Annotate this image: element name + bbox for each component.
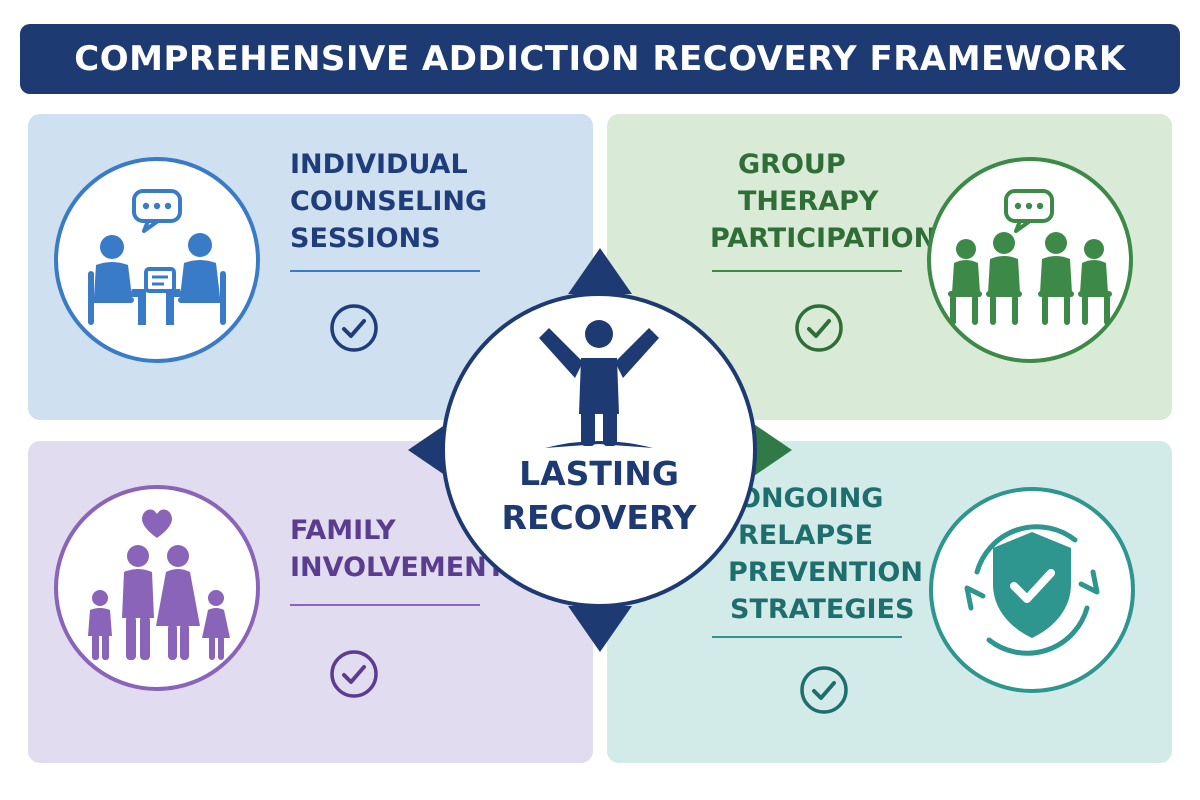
group-check-icon [795,304,843,352]
title-banner: COMPREHENSIVE ADDICTION RECOVERY FRAMEWO… [20,24,1180,94]
family-divider [290,604,480,606]
group-therapy-icon [948,189,1112,325]
center-label: LASTING RECOVERY [501,454,697,537]
framework-title: COMPREHENSIVE ADDICTION RECOVERY FRAMEWO… [74,39,1126,79]
family-icon-circle [54,485,260,691]
compass-point-north [568,248,632,294]
group-therapy-label: GROUP THERAPY PARTICIPATION [710,149,937,254]
family-icon [88,509,230,660]
relapse-check-icon [800,666,848,714]
counseling-icon [88,189,226,325]
relapse-divider [712,636,902,638]
person-arms-raised-icon [539,320,659,448]
shield-check-icon [964,524,1100,656]
group-divider [712,270,902,272]
counseling-icon-circle [54,157,260,363]
relapse-prevention-label: ONGOING RELAPSE PREVENTION STRATEGIES [728,483,923,625]
group-therapy-icon-circle [927,157,1133,363]
compass-point-east [748,420,792,480]
individual-divider [290,270,480,272]
individual-counseling-label: INDIVIDUAL COUNSELING SESSIONS [290,149,488,254]
shield-icon-circle [929,487,1135,693]
family-check-icon [330,650,378,698]
individual-check-icon [330,304,378,352]
compass-point-south [568,606,632,652]
family-involvement-label: FAMILY INVOLVEMENT [290,515,506,583]
